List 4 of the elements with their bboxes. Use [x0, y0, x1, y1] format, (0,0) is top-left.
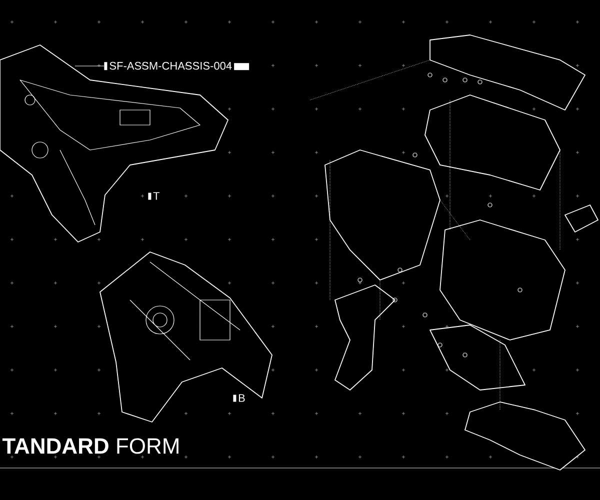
title-text: TANDARD FORM — [2, 438, 178, 454]
view-label: T — [148, 192, 160, 200]
view-label: B — [233, 394, 245, 402]
part-code-label: SF-ASSM-CHASSIS-004 — [104, 62, 250, 70]
